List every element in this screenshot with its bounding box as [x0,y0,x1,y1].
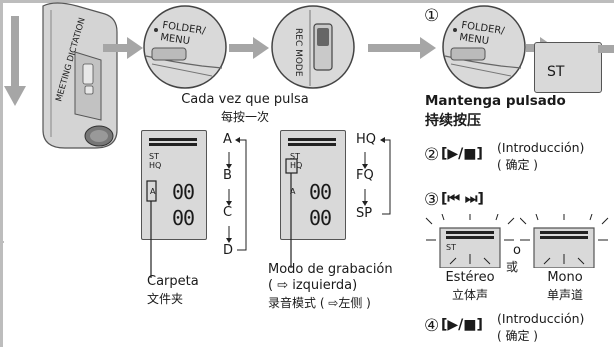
mode-cycle-sp: SP [356,206,373,221]
mode-lcd-hq: HQ [290,161,303,170]
each-press-caption-zh: 每按一次 [220,110,269,124]
frame-top-border [0,0,614,3]
folder-lcd-highlight-bracket [146,180,157,278]
step2-caption-es: (Introducción) [497,140,585,155]
step1-number: ① [424,6,440,26]
folder-lcd-digits-top: 00 [172,180,195,204]
flow-arrow-3-icon [368,37,436,59]
step3-number: ③ [424,190,440,210]
mode-cycle-fq: FQ [356,168,374,183]
hold-caption-es: Mantenga pulsado [425,93,566,109]
step4-caption-zh: ( 确定 ) [497,329,538,343]
stereo-display-illustration: ST [425,214,515,268]
frame-left-border [0,0,3,347]
flow-arrow-1-icon [103,37,143,59]
folder-cycle-b: B [223,168,232,183]
folder-lcd-st: ST [149,152,159,161]
hold-caption-zh: 持续按压 [425,113,481,129]
step2-buttons: [▶/■] [441,146,483,162]
frame-divider-tick [0,241,4,243]
stereo-caption-zh: 立体声 [451,288,488,302]
mode-lcd-st: ST [290,152,300,161]
st-key-label: ST [547,64,565,80]
stereo-display-st: ST [446,243,456,252]
or-es: o [513,243,521,258]
mode-cycle-arrows [362,137,391,215]
or-zh: 或 [506,260,519,274]
flow-arrow-2-icon [229,37,269,59]
mode-lcd-digits-top: 00 [309,180,332,204]
folder-menu-label-line2: MENU [160,32,191,47]
folder-cycle-arrows [226,137,247,251]
folder-menu-button-closeup: FOLDER/ MENU [143,5,227,89]
folder-lcd-folder-code: A [150,187,156,196]
folder-caption-zh: 文件夹 [147,292,184,306]
folder-cycle-d: D [223,243,234,258]
step4-buttons: [▶/■] [441,317,483,333]
continue-arrow-icon [598,45,614,53]
down-arrow-icon [4,16,26,106]
mode-caption-es-line1: Modo de grabación [268,262,393,277]
mode-lcd-highlight-bracket [285,158,298,268]
step1-label-line2: MENU [459,32,490,47]
folder-cycle-c: C [223,205,233,220]
mono-display-illustration [520,214,609,268]
step3-buttons: [⏮ ⏭] [441,191,484,207]
mode-caption-es-line2: ( ⇨ izquierda) [268,278,358,293]
folder-lcd-display [141,130,207,240]
step2-number: ② [424,145,440,165]
mode-caption-zh: 录音模式 ( ⇨左侧 ) [268,296,371,310]
folder-lcd-digits-bottom: 00 [172,206,195,230]
mode-lcd-segments [288,138,336,146]
mono-caption-es: Mono [547,270,583,285]
each-press-caption-es: Cada vez que pulsa [181,92,309,107]
step4-caption-es: (Introducción) [497,311,585,326]
folder-cycle-a: A [223,132,232,147]
step1-button-closeup: FOLDER/ MENU [442,5,526,89]
folder-lcd-hq: HQ [149,161,162,170]
mode-cycle-hq: HQ [356,132,377,147]
rec-mode-label-text: REC MODE [293,28,303,77]
mode-lcd-digits-bottom: 00 [309,206,332,230]
step2-caption-zh: ( 确定 ) [497,158,538,172]
folder-lcd-segments [149,138,197,146]
stereo-caption-es: Estéreo [445,270,495,285]
step4-number: ④ [424,316,440,336]
recorder-device-illustration: MEETING DICTATION [42,2,118,149]
st-display-panel [534,42,602,93]
mode-lcd-folder-code: A [290,187,296,196]
mono-caption-zh: 单声道 [546,288,583,302]
folder-caption-es: Carpeta [147,274,199,289]
rec-mode-switch-closeup: REC MODE [271,5,355,89]
